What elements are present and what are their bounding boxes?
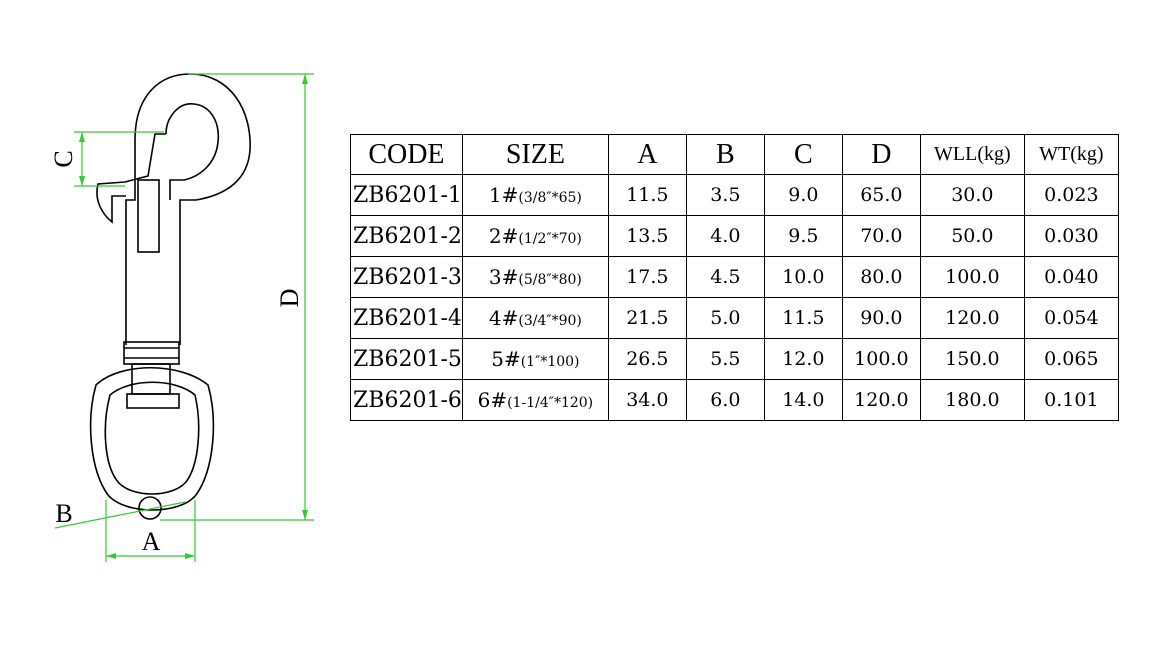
size-number: 3#	[488, 265, 519, 289]
dim-label-d: D	[275, 289, 304, 308]
size-dimensions: (1-1/4″*120)	[507, 395, 594, 411]
cell-b: 6.0	[685, 379, 765, 421]
cell-code: ZB6201-5	[350, 338, 463, 380]
cell-a: 17.5	[607, 256, 687, 298]
cell-wll: 100.0	[919, 256, 1025, 298]
size-dimensions: (5/8″*80)	[518, 272, 582, 288]
cell-d: 80.0	[841, 256, 921, 298]
cell-code: ZB6201-6	[350, 379, 463, 421]
cell-d: 120.0	[841, 379, 921, 421]
gate-latch	[96, 133, 166, 224]
cell-wll: 150.0	[919, 338, 1025, 380]
cell-code: ZB6201-3	[350, 256, 463, 298]
size-dimensions: (1″*100)	[520, 354, 580, 370]
cell-d: 100.0	[841, 338, 921, 380]
cell-d: 70.0	[841, 215, 921, 257]
dim-label-c: C	[49, 150, 78, 167]
cell-size: 1#(3/8″*65)	[461, 174, 609, 216]
cell-wt: 0.054	[1023, 297, 1119, 339]
cell-b: 5.5	[685, 338, 765, 380]
table-header-row: CODE SIZE A B C D WLL(kg) WT(kg)	[350, 134, 1119, 175]
header-wt: WT(kg)	[1023, 134, 1119, 175]
cell-wll: 180.0	[919, 379, 1025, 421]
cell-wt: 0.101	[1023, 379, 1119, 421]
cell-code: ZB6201-1	[350, 174, 463, 216]
hook-outer-curve	[125, 73, 251, 345]
eye-bottom-pin	[138, 496, 162, 520]
size-dimensions: (1/2″*70)	[518, 231, 582, 247]
header-size: SIZE	[461, 134, 609, 175]
cell-size: 5#(1″*100)	[461, 338, 609, 380]
cell-c: 9.5	[763, 215, 843, 257]
cell-c: 10.0	[763, 256, 843, 298]
cell-wll: 50.0	[919, 215, 1025, 257]
eye-crossbar	[126, 393, 180, 409]
cell-wll: 120.0	[919, 297, 1025, 339]
cell-a: 34.0	[607, 379, 687, 421]
cell-wt: 0.030	[1023, 215, 1119, 257]
cell-c: 11.5	[763, 297, 843, 339]
cell-code: ZB6201-2	[350, 215, 463, 257]
cell-wt: 0.065	[1023, 338, 1119, 380]
snap-hook-drawing: D C A B	[49, 73, 314, 562]
hook-inner-curve	[165, 103, 220, 200]
size-number: 1#	[488, 183, 519, 207]
cell-code: ZB6201-4	[350, 297, 463, 339]
gate-slot	[137, 179, 160, 253]
hook-outline	[89, 73, 251, 520]
cell-wt: 0.040	[1023, 256, 1119, 298]
size-number: 6#	[477, 388, 508, 412]
cell-b: 4.5	[685, 256, 765, 298]
dim-b-line	[54, 501, 186, 529]
cell-b: 4.0	[685, 215, 765, 257]
cell-d: 90.0	[841, 297, 921, 339]
cell-wll: 30.0	[919, 174, 1025, 216]
cell-a: 21.5	[607, 297, 687, 339]
size-dimensions: (3/8″*65)	[518, 190, 582, 206]
dim-label-b: B	[55, 499, 72, 528]
cell-a: 11.5	[607, 174, 687, 216]
cell-a: 26.5	[607, 338, 687, 380]
spec-table: CODE SIZE A B C D WLL(kg) WT(kg) ZB6201-…	[350, 134, 1119, 421]
dim-label-a: A	[142, 527, 161, 556]
size-number: 5#	[491, 347, 521, 371]
header-wll: WLL(kg)	[919, 134, 1025, 175]
cell-size: 6#(1-1/4″*120)	[461, 379, 609, 421]
size-dimensions: (3/4″*90)	[518, 313, 582, 329]
cell-size: 3#(5/8″*80)	[461, 256, 609, 298]
cell-b: 5.0	[685, 297, 765, 339]
header-b: B	[685, 134, 765, 175]
shank-collar	[123, 341, 180, 365]
header-c: C	[763, 134, 843, 175]
cell-c: 9.0	[763, 174, 843, 216]
size-number: 2#	[488, 224, 519, 248]
cell-a: 13.5	[607, 215, 687, 257]
cell-d: 65.0	[841, 174, 921, 216]
dimension-lines	[54, 73, 314, 562]
size-number: 4#	[488, 306, 519, 330]
cell-wt: 0.023	[1023, 174, 1119, 216]
cell-size: 2#(1/2″*70)	[461, 215, 609, 257]
cell-c: 12.0	[763, 338, 843, 380]
swivel-eye-outer	[89, 366, 215, 511]
cell-b: 3.5	[685, 174, 765, 216]
header-code: CODE	[350, 134, 463, 175]
cell-size: 4#(3/4″*90)	[461, 297, 609, 339]
cell-c: 14.0	[763, 379, 843, 421]
swivel-eye-inner	[104, 381, 200, 495]
header-d: D	[841, 134, 921, 175]
header-a: A	[607, 134, 687, 175]
